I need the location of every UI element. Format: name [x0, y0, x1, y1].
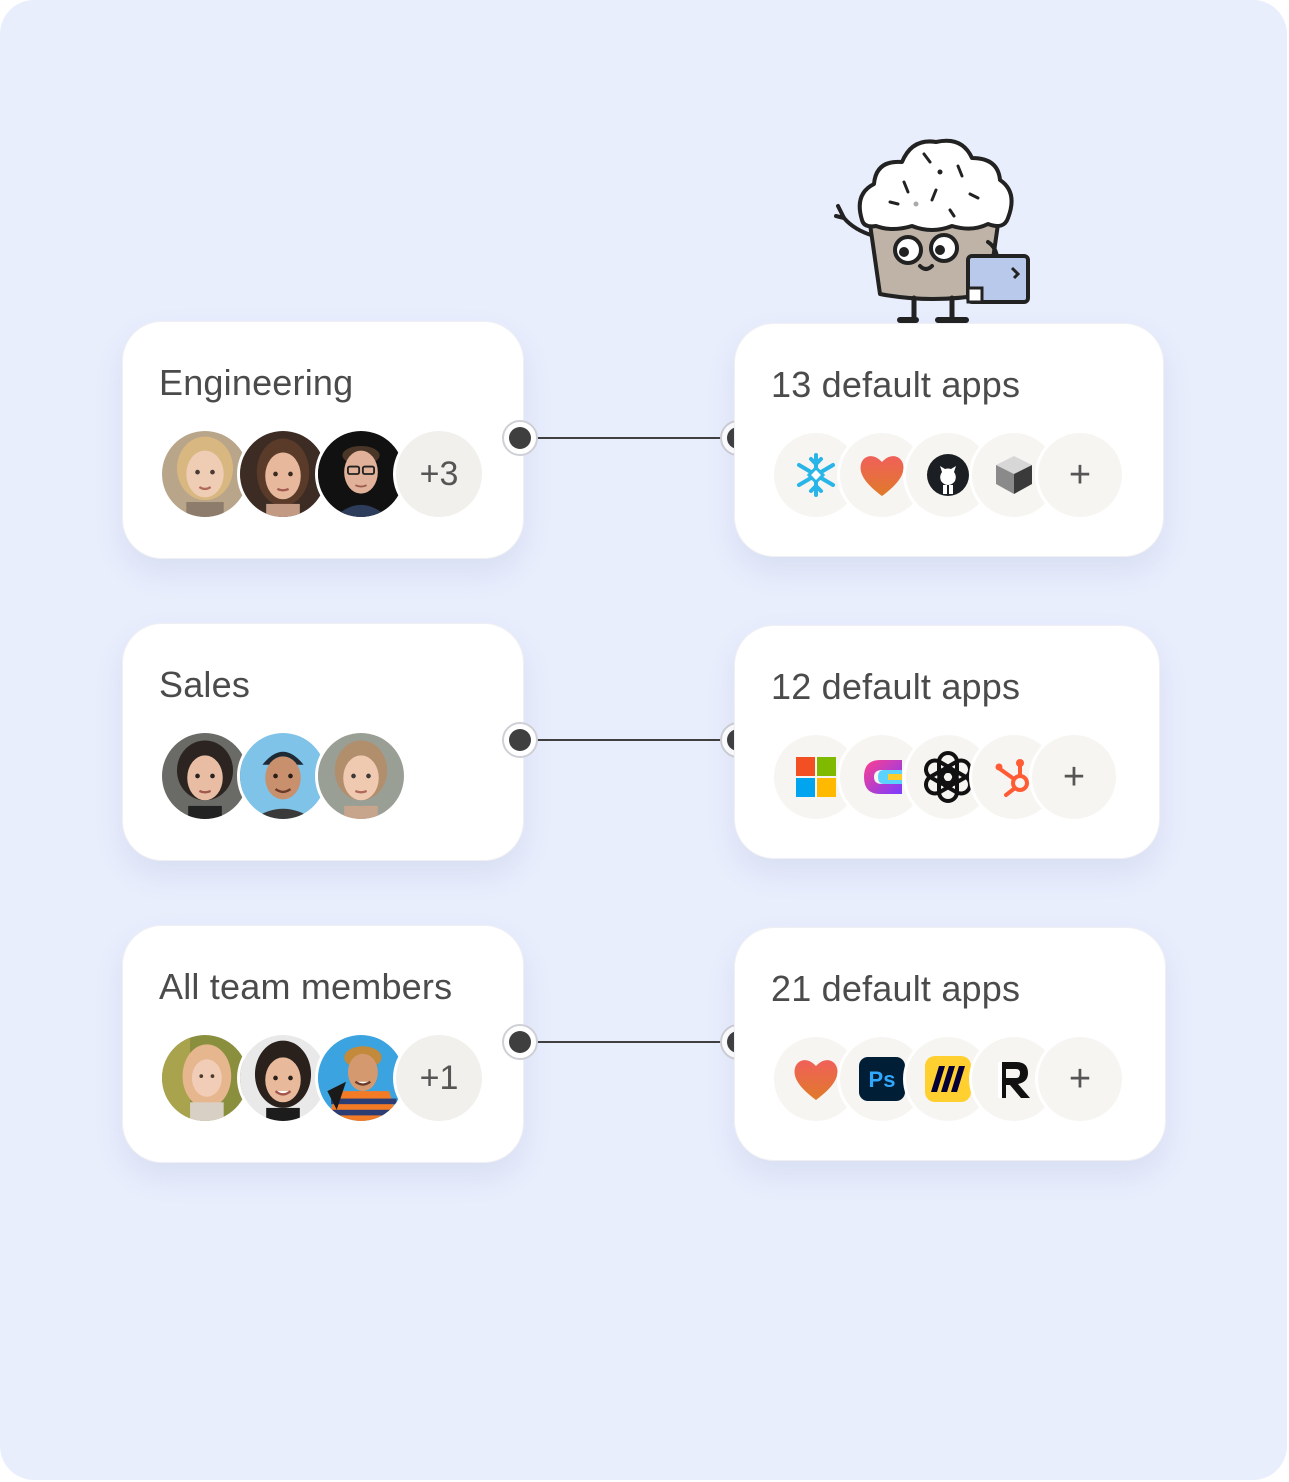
- more-members-badge[interactable]: +3: [393, 428, 485, 520]
- group-name: Sales: [159, 664, 251, 705]
- apps-count-label: 21 default apps: [771, 968, 1021, 1009]
- add-app-button[interactable]: +: [1029, 732, 1119, 822]
- group-name: All team members: [159, 966, 453, 1007]
- man-in-beanie-avatar: [237, 730, 329, 822]
- heart-app-icon[interactable]: [837, 430, 927, 520]
- apps-card-sales[interactable]: 12 default apps +: [734, 625, 1160, 859]
- group-card-sales[interactable]: Sales: [122, 623, 524, 861]
- light-haired-woman-avatar: [315, 730, 407, 822]
- connector-line: [502, 722, 756, 758]
- brunette-woman-avatar: [237, 428, 329, 520]
- cupcake-mascot-illustration: [832, 132, 1036, 324]
- man-with-glasses-avatar: [315, 428, 407, 520]
- add-app-button[interactable]: +: [1035, 1034, 1125, 1124]
- apps-count-label: 13 default apps: [771, 364, 1021, 405]
- blonde-woman-avatar: [159, 428, 251, 520]
- smiling-woman-avatar: [237, 1032, 329, 1124]
- apps-count-label: 12 default apps: [771, 666, 1021, 707]
- more-members-badge[interactable]: +1: [393, 1032, 485, 1124]
- photoshop-icon-label: Ps: [869, 1067, 896, 1092]
- apps-card-engineering[interactable]: 13 default apps +: [734, 323, 1164, 557]
- apps-card-all-team-members[interactable]: 21 default apps Ps +: [734, 927, 1166, 1161]
- group-name: Engineering: [159, 362, 354, 403]
- connector-line: [502, 1024, 756, 1060]
- c-logo-icon[interactable]: [837, 732, 927, 822]
- add-app-button[interactable]: +: [1035, 430, 1125, 520]
- man-striped-shirt-avatar: [315, 1032, 407, 1124]
- group-card-all-team-members[interactable]: All team members +1: [122, 925, 524, 1163]
- group-card-engineering[interactable]: Engineering +3: [122, 321, 524, 559]
- connector-line: [502, 420, 756, 456]
